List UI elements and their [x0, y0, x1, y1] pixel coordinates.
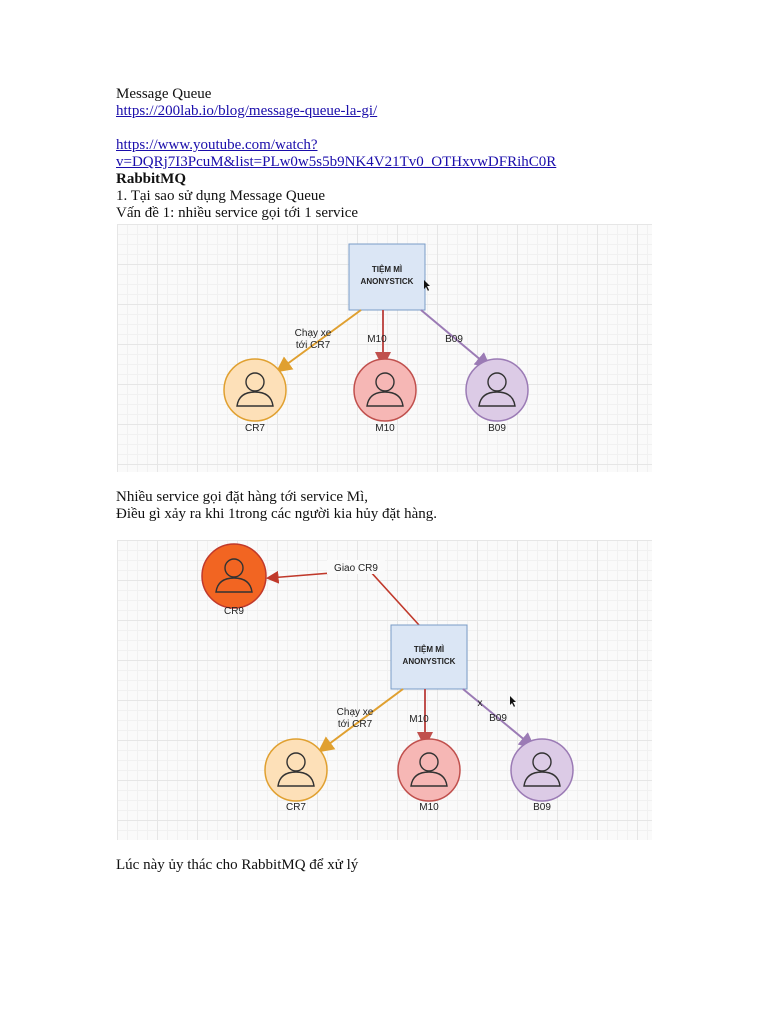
edge-to-cr7 [317, 688, 404, 753]
node-cr7 [223, 358, 287, 422]
paragraph-3: Lúc này ủy thác cho RabbitMQ để xử lý [116, 857, 359, 873]
user-icon [224, 558, 244, 578]
edge-label-b09: B09 [445, 334, 463, 345]
question-1: 1. Tại sao sử dụng Message Queue [116, 188, 326, 204]
cursor-icon [510, 696, 516, 707]
box-label-line2: ANONYSTICK [403, 657, 456, 666]
box-label-line1: TIỆM MÌ [372, 265, 402, 274]
box-label-line2: ANONYSTICK [361, 277, 414, 286]
document-body: Message Queue https://200lab.io/blog/mes… [116, 86, 676, 222]
edge-label-cr7-line2: tới CR7 [338, 719, 373, 730]
edge-to-b09 [462, 688, 536, 749]
node-label-m10: M10 [375, 423, 395, 434]
node-cr9 [201, 543, 267, 609]
problem-1: Vấn đề 1: nhiều service gọi tới 1 servic… [116, 205, 359, 221]
node-m10 [353, 358, 417, 422]
paragraph-1: Nhiều service gọi đặt hàng tới service M… [116, 489, 369, 505]
user-icon [245, 372, 265, 392]
noodle-shop-box [348, 243, 426, 311]
link-youtube-line2[interactable]: v=DQRj7I3PcuM&list=PLw0w5s5b9NK4V21Tv0_O… [116, 154, 557, 170]
box-label-line1: TIỆM MÌ [414, 645, 444, 654]
node-label-cr7: CR7 [286, 802, 306, 813]
node-cr7 [264, 738, 328, 802]
node-b09 [510, 738, 574, 802]
edge-label-cr9: Giao CR9 [334, 563, 378, 574]
heading-rabbitmq: RabbitMQ [116, 171, 187, 187]
paragraph-2: Điều gì xảy ra khi 1trong các người kia … [116, 506, 437, 522]
edge-label-b09: B09 [489, 713, 507, 724]
link-200lab[interactable]: https://200lab.io/blog/message-queue-la-… [116, 103, 378, 119]
user-icon [532, 752, 552, 772]
user-icon [375, 372, 395, 392]
node-label-b09: B09 [533, 802, 551, 813]
edge-label-m10: M10 [367, 334, 387, 345]
diagram-many-services: TIỆM MÌ ANONYSTICK Chạy xe tới CR7 M10 B… [117, 224, 652, 472]
user-icon [487, 372, 507, 392]
edge-to-b09 [420, 309, 492, 369]
link-youtube-line1[interactable]: https://www.youtube.com/watch? [116, 137, 318, 153]
diagram-1-svg: TIỆM MÌ ANONYSTICK Chạy xe tới CR7 M10 B… [223, 243, 529, 434]
diagram-cancel-order: CR9 Giao CR9 TIỆM MÌ ANONYSTICK Chạy xe … [117, 540, 652, 840]
edge-label-m10: M10 [409, 714, 429, 725]
node-label-cr9: CR9 [224, 606, 244, 617]
cancel-mark: x [478, 698, 483, 709]
user-icon [419, 752, 439, 772]
noodle-shop-box [390, 624, 468, 690]
edge-to-cr9 [265, 569, 420, 626]
node-label-m10: M10 [419, 802, 439, 813]
user-icon [286, 752, 306, 772]
edge-label-cr7-line2: tới CR7 [296, 340, 331, 351]
node-m10 [397, 738, 461, 802]
doc-title: Message Queue [116, 86, 212, 102]
cursor-icon [424, 280, 430, 291]
diagram-2-svg: CR9 Giao CR9 TIỆM MÌ ANONYSTICK Chạy xe … [201, 543, 574, 813]
node-label-cr7: CR7 [245, 423, 265, 434]
edge-to-cr7 [275, 309, 362, 373]
edge-label-cr7-line1: Chạy xe [337, 707, 374, 718]
node-b09 [465, 358, 529, 422]
node-label-b09: B09 [488, 423, 506, 434]
edge-label-cr7-line1: Chạy xe [295, 328, 332, 339]
